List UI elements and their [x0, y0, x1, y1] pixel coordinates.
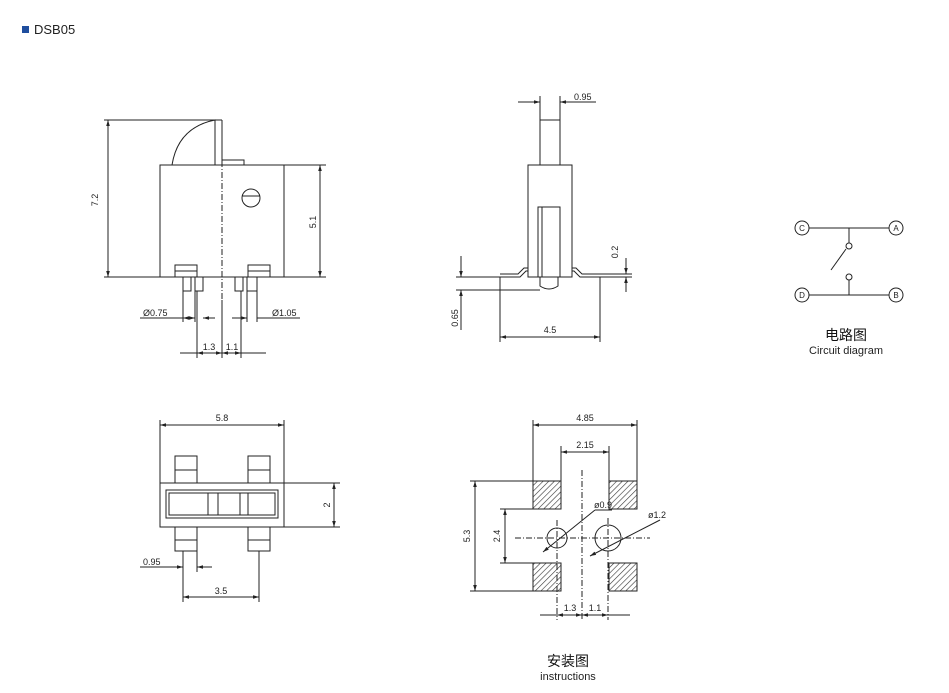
pad-bottom-right — [608, 562, 638, 592]
bullet-square-icon — [22, 26, 29, 33]
front-height-total-label: 7.2 — [90, 194, 100, 207]
side-lead-thickness-label: 0.2 — [610, 246, 620, 259]
side-plunger — [539, 119, 561, 166]
footprint-pad-gap-label: 2.15 — [576, 440, 594, 450]
pad-bottom-left — [532, 562, 562, 592]
bottom-pin-width-label: 0.95 — [143, 557, 161, 567]
circuit-caption-en: Circuit diagram — [809, 345, 883, 357]
bottom-width-label: 5.8 — [216, 413, 229, 423]
front-actuator — [171, 119, 216, 166]
node-c-label: C — [799, 224, 805, 233]
instructions-caption-cn: 安装图 — [547, 654, 589, 670]
side-lead-span-label: 4.5 — [544, 325, 557, 335]
front-mount-hole — [241, 188, 261, 208]
front-pin-left-dia-label: Ø0.75 — [143, 308, 168, 318]
side-body — [527, 164, 573, 278]
footprint-hole-spacing-label: 2.4 — [492, 530, 502, 543]
model-name: DSB05 — [34, 22, 76, 37]
instructions-caption-en: instructions — [540, 671, 596, 683]
footprint-view — [470, 420, 661, 620]
circuit-caption-cn: 电路图 — [825, 328, 867, 344]
front-pitch-left-label: 1.3 — [203, 342, 216, 352]
side-plunger-width-label: 0.95 — [574, 92, 592, 102]
page-title: DSB05 — [22, 22, 75, 37]
pad-top-left — [532, 480, 562, 510]
footprint-pad-span-label: 4.85 — [576, 413, 594, 423]
front-view — [104, 119, 326, 358]
side-lead-height-label: 0.65 — [450, 309, 460, 327]
bottom-pin-pitch-label: 3.5 — [215, 586, 228, 596]
node-b-label: B — [893, 291, 898, 300]
switch-contact — [830, 248, 847, 271]
footprint-hole-small-label: ø0.9 — [594, 500, 612, 510]
node-d-label: D — [799, 291, 805, 300]
circuit-diagram — [794, 220, 904, 303]
node-a-label: A — [893, 224, 899, 233]
footprint-pitch-left-label: 1.3 — [564, 603, 577, 613]
bottom-view — [140, 420, 340, 602]
front-height-body-label: 5.1 — [308, 216, 318, 229]
bottom-depth-label: 2 — [322, 502, 332, 507]
front-pitch-right-label: 1.1 — [226, 342, 239, 352]
pad-top-right — [608, 480, 638, 510]
bottom-body — [159, 482, 285, 528]
footprint-pitch-right-label: 1.1 — [589, 603, 602, 613]
footprint-height-label: 5.3 — [462, 530, 472, 543]
side-view — [456, 96, 632, 342]
footprint-hole-large-label: ø1.2 — [648, 510, 666, 520]
front-pin-right-dia-label: Ø1.05 — [272, 308, 297, 318]
